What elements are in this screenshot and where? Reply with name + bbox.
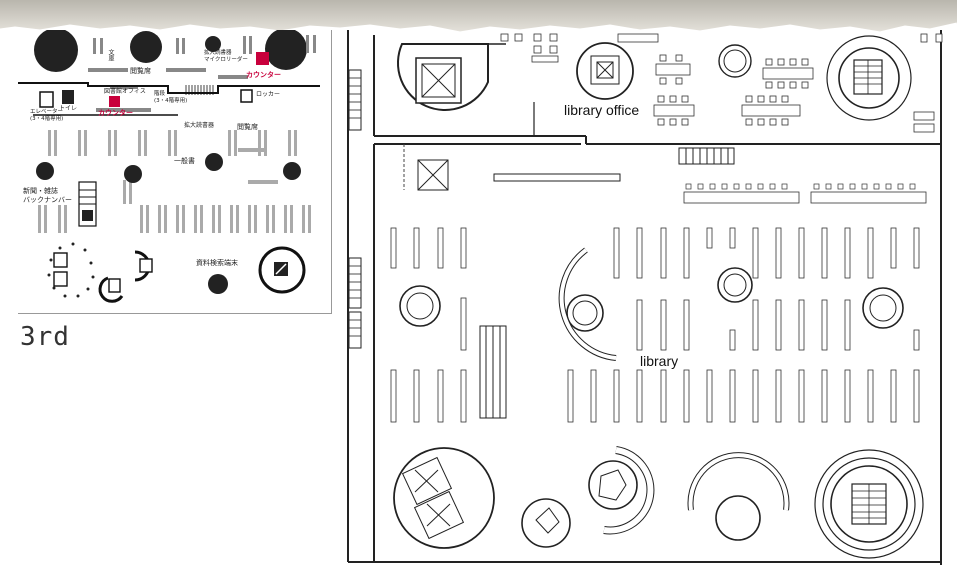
label-magnifier: 拡大読書器 [184,122,215,129]
label-library: library [640,353,679,369]
counter-icon [256,52,269,65]
label-library-office: library office [564,102,640,118]
elevator-icon [53,271,68,287]
label-special-collection: 文庫 [107,49,114,61]
label-reading-seats-mid: 閲覧席 [237,123,258,131]
toilet-icon [62,90,74,104]
counter-icon [109,96,120,107]
search-terminal-dot [208,274,228,294]
torn-paper-edge [0,0,957,35]
key-plan-drawing [18,30,320,303]
column [205,36,221,52]
label-counter-mid: カウンター [98,109,133,117]
elevator-icon [53,252,68,268]
floor-plan-drawing [347,30,943,565]
label-stairs: 階段 (3・4階専用) [154,91,188,104]
label-counter: カウンター [246,71,281,79]
label-reading-seats: 閲覧席 [130,67,151,75]
column [36,162,54,180]
column [124,165,142,183]
label-magnifier-reader: 拡大読書器 マイクロリーダー [204,50,248,63]
label-locker: ロッカー [256,91,281,98]
label-general-books: 一般書 [174,157,195,165]
label-elevator: エレベーター (3・4階専用) [30,109,64,122]
label-search-terminal: 資料検索端末 [196,259,238,267]
spiral-stair [258,246,306,294]
floor-label: 3rd [20,322,70,352]
elevator-icon [139,258,153,273]
elevator-icon [39,91,54,108]
label-toilet: トイレ [59,105,78,112]
column [34,30,78,72]
elevator-icon [108,278,121,293]
key-plan-3rd-floor: 閲覧席 拡大読書器 マイクロリーダー カウンター 文庫 図書館オフィス カウンタ… [18,30,332,314]
column [265,30,307,70]
column [205,153,223,171]
column [130,31,162,63]
label-newspapers: 新聞・雑誌 バックナンバー [23,187,72,204]
main-floor-plan: library office library [346,30,957,569]
column [283,162,301,180]
locker-icon [240,89,253,103]
label-library-office: 図書館オフィス [104,88,146,95]
